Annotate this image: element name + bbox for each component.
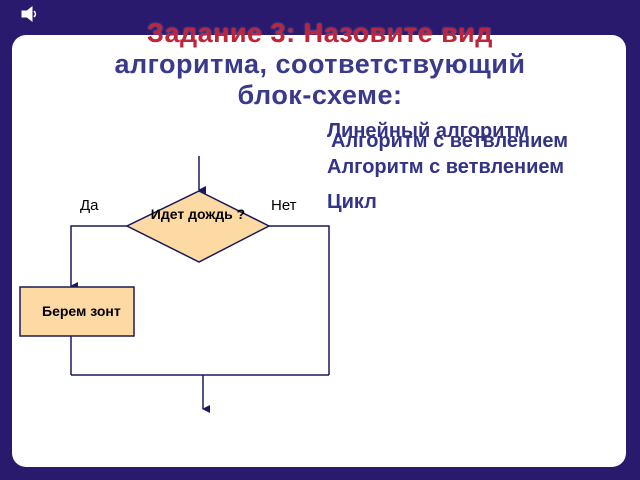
action-text: Берем зонт [42, 303, 121, 319]
option-branching-overlay[interactable]: Алгоритм с ветвлением [331, 130, 569, 152]
title-line-2: алгоритма, соответствующий [114, 49, 526, 79]
speaker-icon[interactable] [18, 3, 40, 25]
action-box [19, 286, 135, 337]
yes-label: Да [80, 197, 99, 214]
slide-panel [12, 35, 626, 467]
option-cycle[interactable]: Цикл [327, 191, 377, 213]
no-branch-line [269, 225, 330, 375]
option-linear[interactable]: Линейный алгоритм [327, 120, 530, 142]
condition-text: Идет дождь ? [150, 206, 246, 222]
title-line-3: блок-схеме: [237, 80, 403, 110]
no-label: Нет [271, 197, 297, 214]
yes-branch-line [70, 225, 127, 290]
title-line-1: Задание 3: Назовите вид [147, 18, 493, 48]
option-branching[interactable]: Алгоритм с ветвлением [327, 156, 565, 178]
slide-title: Задание 3: Назовите вид алгоритма, соотв… [0, 18, 640, 111]
condition-diamond [125, 190, 271, 263]
